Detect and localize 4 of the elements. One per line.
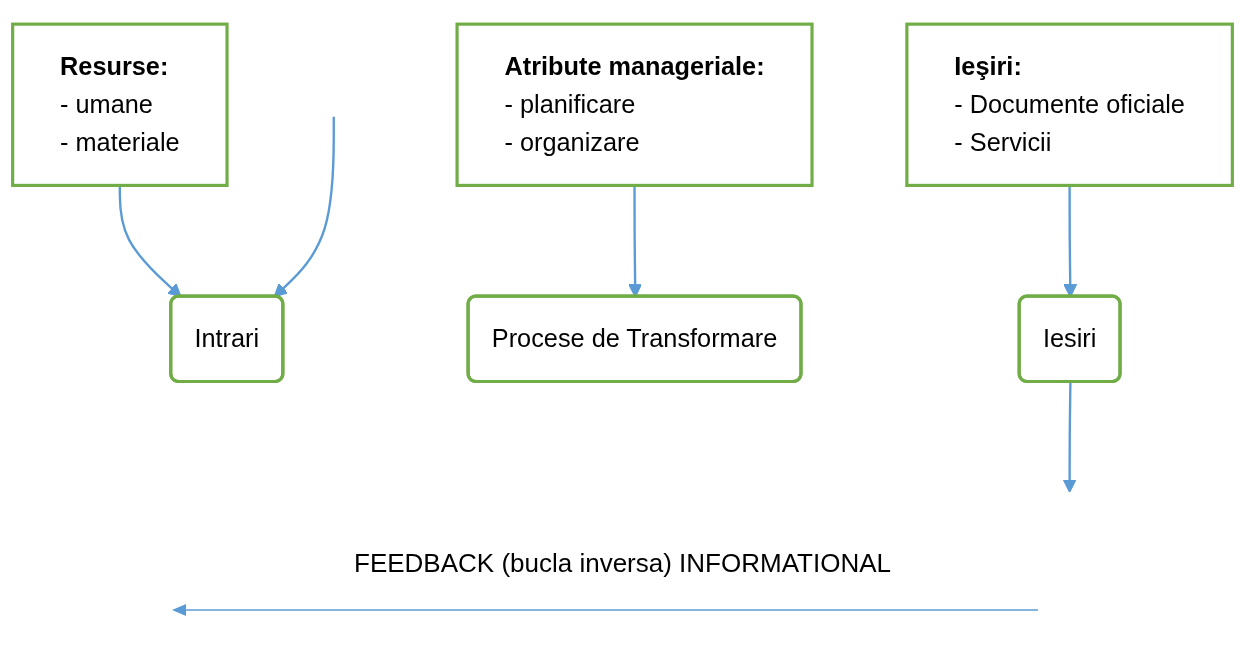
node-box: Ieşiri: - Documente oficiale - Servicii (905, 22, 1234, 187)
node-box: Resurse: - umane - materiale (11, 22, 229, 187)
node-box: Atribute manageriale: - planificare - organizare (455, 22, 814, 187)
loop-label: FEEDBACK (bucla inversa) INFORMATIONAL (354, 548, 891, 578)
